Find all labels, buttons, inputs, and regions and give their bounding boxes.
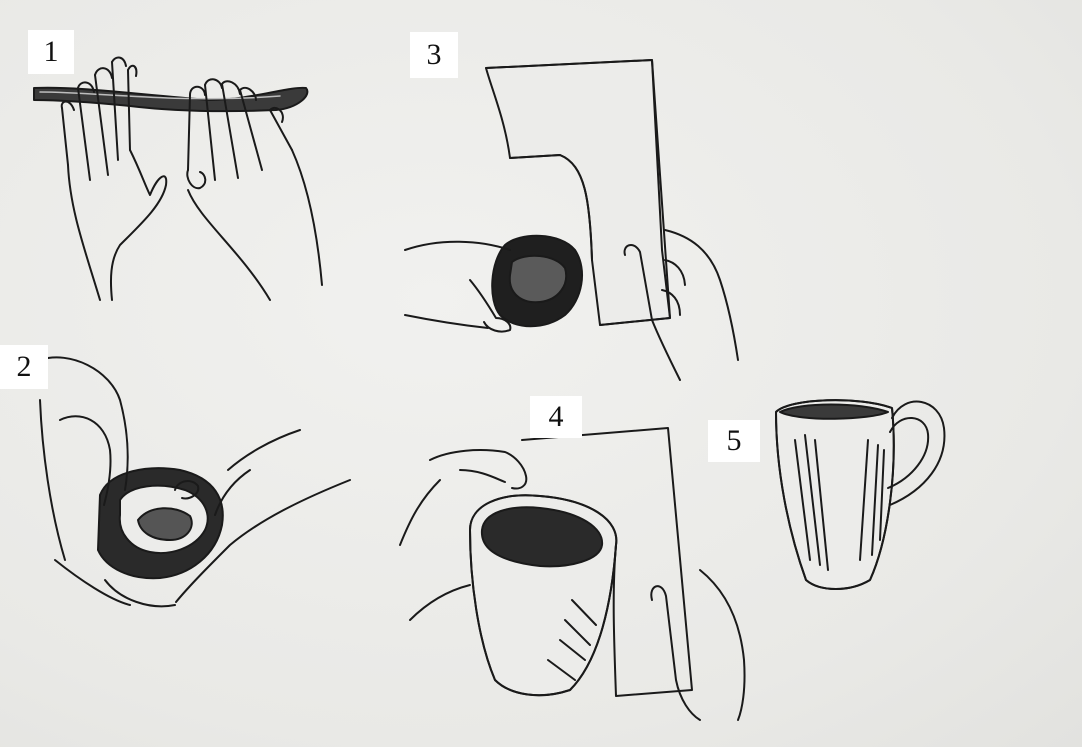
step-1-label: 1 (28, 30, 74, 74)
scrape-cup-icon (400, 428, 745, 720)
step-2-label: 2 (0, 345, 48, 389)
finished-mug-icon (776, 400, 944, 589)
step-5-label: 5 (708, 420, 760, 462)
smooth-with-card-icon (405, 60, 738, 380)
roll-clay-coil-icon (34, 57, 322, 300)
step-4-label: 4 (530, 396, 582, 438)
coil-pot-base-icon (40, 357, 350, 606)
step-3-label: 3 (410, 32, 458, 78)
